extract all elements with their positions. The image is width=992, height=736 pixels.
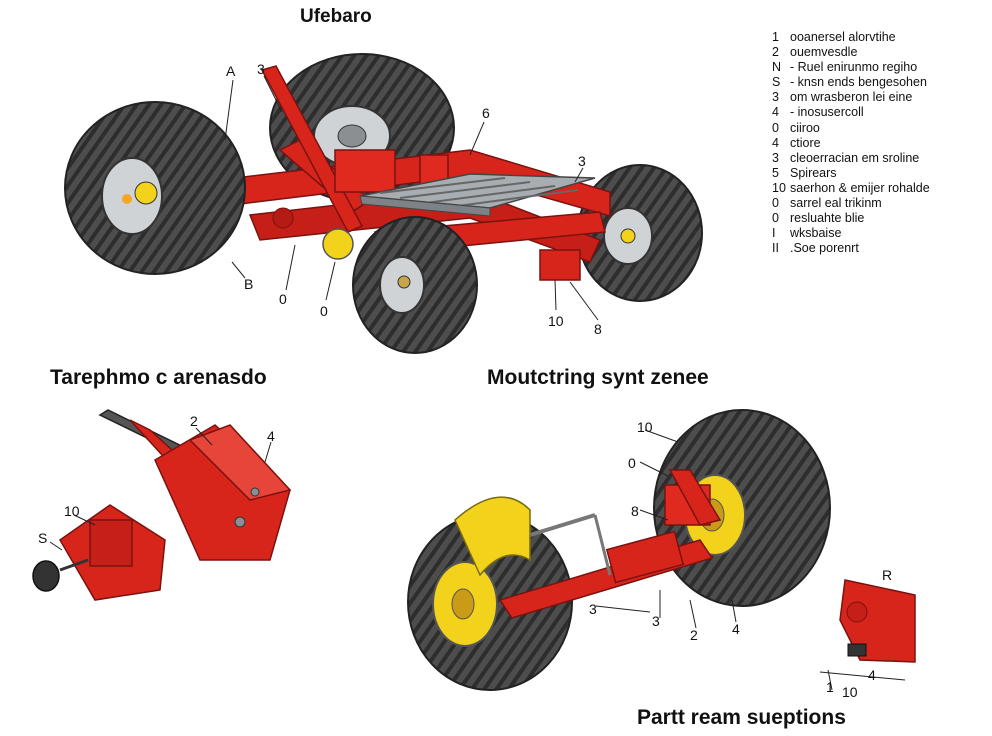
callout-label: 2 [690, 627, 698, 643]
legend-item: II .Soe porenrt [772, 241, 987, 256]
legend-item: 0 ciiroo [772, 121, 987, 136]
legend-text: saerhon & emijer rohalde [790, 180, 930, 195]
legend-text: .Soe porenrt [790, 241, 859, 256]
callout-label: 0 [628, 455, 636, 471]
legend-number: 4 [772, 135, 779, 150]
callout-label: 8 [594, 321, 602, 337]
legend-number: II [772, 241, 779, 256]
bracket-part [839, 579, 916, 663]
callout-label: B [244, 276, 253, 292]
legend-item: N - Ruel enirunmo regiho [772, 60, 987, 75]
callout-label: 0 [320, 303, 328, 319]
legend-text: om wrasberon lei eine [790, 90, 913, 105]
legend-number: 0 [772, 120, 779, 135]
legend-number: 1 [772, 30, 779, 44]
fender [454, 496, 531, 577]
legend-text: ctiore [790, 135, 821, 150]
legend-number: 5 [772, 165, 779, 180]
bottom-title: Partt ream sueptions [637, 706, 846, 729]
parts-legend: 1 ooanersel alorvtihe 2 ouemvesdle N - Ruel… [772, 30, 987, 256]
deck-platform [359, 173, 596, 217]
legend-number: I [772, 226, 776, 241]
callout-label: A [226, 63, 236, 79]
callout-label: R [882, 567, 892, 583]
legend-text: - Ruel enirunmo regiho [790, 60, 918, 75]
legend-item: 10 saerhon & emijer rohalde [772, 181, 987, 196]
legend-item: 0 resluahte blie [772, 211, 987, 226]
callout-label: 10 [842, 684, 858, 700]
legend-text: resluahte blie [790, 211, 865, 226]
legend-text: wksbaise [790, 226, 842, 241]
callout-label: 4 [732, 621, 740, 637]
callout-label: 10 [548, 313, 564, 329]
callout-label: 10 [64, 503, 80, 519]
callout-label: 4 [868, 667, 876, 683]
legend-item: 0 sarrel eal trikinm [772, 196, 987, 211]
legend-number: N [772, 60, 782, 75]
legend-item: 1 ooanersel alorvtihe [772, 30, 987, 45]
callout-label: 3 [257, 61, 265, 77]
front-right-wheel [352, 216, 478, 354]
callout-label: 3 [652, 613, 660, 629]
legend-number: 4 [772, 105, 779, 120]
jack-wheel [32, 560, 60, 592]
callout-label: 3 [578, 153, 586, 169]
callout-label: 4 [267, 428, 275, 444]
legend-text: ooanersel alorvtihe [790, 30, 896, 44]
callout-label: 1 [826, 679, 834, 695]
main-title: Ufebaro [300, 6, 372, 27]
tongue-assembly: 2 4 10 S [32, 409, 292, 601]
callout-label: 6 [482, 105, 490, 121]
legend-item: 5 Spirears [772, 166, 987, 181]
legend-number: 2 [772, 45, 779, 60]
legend-number: S [772, 75, 781, 90]
callout-label: 3 [589, 601, 597, 617]
legend-number: 10 [772, 180, 786, 195]
legend-item: 4 - inosusercoll [772, 105, 987, 120]
callout-label: 0 [279, 291, 287, 307]
suspension-assembly: 10 0 8 3 3 2 4 R 4 1 10 [407, 409, 916, 700]
legend-text: cleoerracian em sroline [790, 150, 920, 165]
mid-section-title: Moutctring synt zenee [487, 366, 709, 389]
chassis-assembly: A 3 6 3 B 0 0 10 8 [64, 53, 703, 354]
legend-text: ouemvesdle [790, 45, 858, 60]
callout-label: 2 [190, 413, 198, 429]
legend-item: 3 cleoerracian em sroline [772, 151, 987, 166]
legend-text: - inosusercoll [790, 105, 864, 120]
legend-item: 3 om wrasberon lei eine [772, 90, 987, 105]
legend-item: 2 ouemvesdle [772, 45, 987, 60]
legend-number: 0 [772, 211, 779, 226]
left-section-title: Tarephmo c arenasdo [50, 366, 267, 389]
legend-item: S - knsn ends bengesohen [772, 75, 987, 90]
legend-number: 3 [772, 90, 779, 105]
legend-text: sarrel eal trikinm [790, 196, 882, 211]
legend-text: ciiroo [790, 120, 820, 135]
front-left-wheel [64, 101, 246, 275]
callout-label: S [38, 530, 47, 546]
top-leader-lines [224, 75, 599, 321]
legend-number: 0 [772, 196, 779, 211]
legend-number: 3 [772, 150, 779, 165]
legend-text: - knsn ends bengesohen [790, 75, 927, 90]
yellow-hub [322, 228, 354, 260]
legend-text: Spirears [790, 165, 837, 180]
callout-label: 8 [631, 503, 639, 519]
legend-item: 4 ctiore [772, 136, 987, 151]
callout-label: 10 [637, 419, 653, 435]
